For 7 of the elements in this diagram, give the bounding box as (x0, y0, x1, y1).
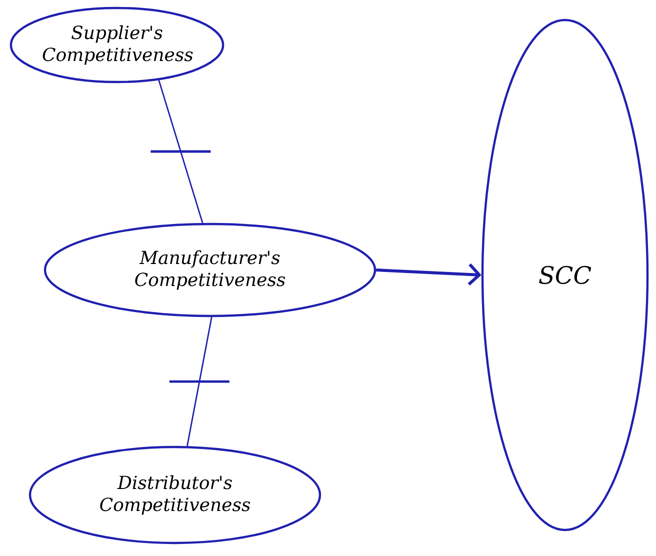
connector-with-crossbar (150, 80, 211, 224)
arrow (376, 263, 482, 286)
connector-with-crossbar (169, 316, 230, 446)
ellipse-node: Distributor's Competitiveness (28, 446, 322, 544)
ellipse-node: SCC (481, 18, 649, 532)
ellipse-node: Supplier's Competitiveness (10, 6, 224, 84)
ellipse-node: Manufacturer's Competitiveness (44, 222, 376, 318)
